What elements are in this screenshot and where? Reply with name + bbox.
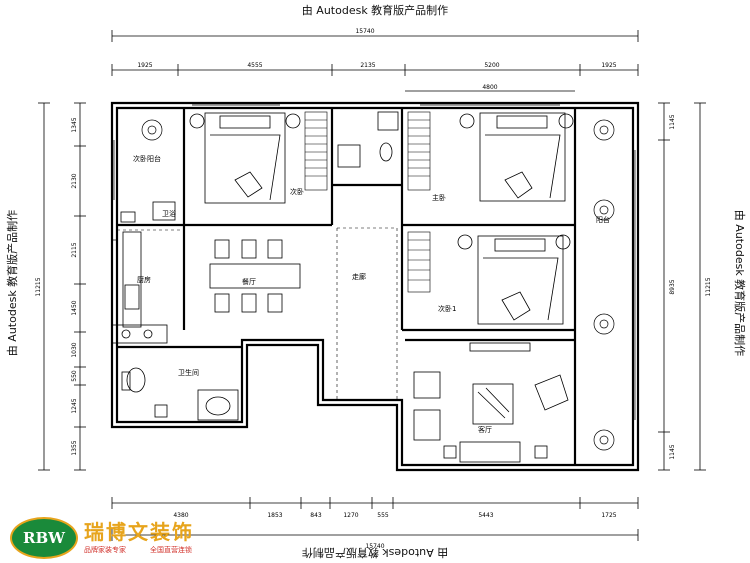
dim-bottom-4: 1270 <box>343 512 358 519</box>
dim-inner-top: 4800 <box>482 84 497 91</box>
dim-left-6: 550 <box>71 370 78 382</box>
logo-name: 瑞博文装饰 <box>84 520 194 544</box>
dim-bottom-total: 15740 <box>365 543 384 550</box>
watermark-top: 由 Autodesk 教育版产品制作 <box>301 4 449 17</box>
dim-top-2: 4555 <box>247 62 262 69</box>
dim-bottom-6: 5443 <box>478 512 493 519</box>
label-living-room: 客厅 <box>478 425 492 434</box>
dim-left-5: 1030 <box>71 342 78 357</box>
dimension-labels: 15740 1925 4555 2135 5200 1925 4800 4380… <box>35 28 712 550</box>
logo-badge: RBW <box>10 517 78 559</box>
room-labels: 次卧阳台 次卧 主卧 厨房 餐厅 走廊 次卧1 卫生间 客厅 阳台 卫浴 <box>133 154 610 434</box>
dim-top-1: 1925 <box>137 62 152 69</box>
label-master-bedroom: 主卧 <box>432 193 446 202</box>
dim-top-total: 15740 <box>355 28 374 35</box>
dim-bottom-2: 1853 <box>267 512 282 519</box>
dim-bottom-7: 1725 <box>601 512 616 519</box>
dim-bottom-5: 555 <box>377 512 389 519</box>
dim-right-total: 11215 <box>705 277 712 296</box>
dim-bottom-3: 843 <box>310 512 322 519</box>
label-secondary-balcony: 次卧阳台 <box>133 154 161 163</box>
dim-bottom-1: 4380 <box>173 512 188 519</box>
living-room-furniture <box>413 342 569 463</box>
dim-top-3: 2135 <box>360 62 375 69</box>
dim-left-4: 1450 <box>71 300 78 315</box>
dim-right-2: 8935 <box>669 279 676 294</box>
dim-left-7: 1245 <box>71 398 78 413</box>
label-balcony: 阳台 <box>596 215 610 224</box>
bed-1 <box>457 234 571 325</box>
dim-top-5: 1925 <box>601 62 616 69</box>
logo-slogan-2: 全国直营连锁 <box>150 546 192 554</box>
dim-left-3: 2115 <box>71 242 78 257</box>
logo-slogan-1: 品牌家装专家 <box>84 546 126 554</box>
label-kitchen: 厨房 <box>137 275 151 284</box>
label-secondary-bedroom: 次卧 <box>290 187 304 196</box>
label-bathroom: 卫生间 <box>178 368 199 377</box>
dim-left-1: 1345 <box>71 117 78 132</box>
label-small-bath: 卫浴 <box>162 209 176 218</box>
dining-table <box>209 239 301 313</box>
dim-left-8: 1355 <box>71 440 78 455</box>
label-corridor: 走廊 <box>352 272 366 281</box>
dim-right-3: 1145 <box>669 444 676 459</box>
dim-right-1: 1145 <box>669 114 676 129</box>
bed-secondary <box>189 112 301 204</box>
plant-icons <box>141 119 615 451</box>
label-bedroom-1: 次卧1 <box>438 304 456 313</box>
dim-left-total: 11215 <box>35 277 42 296</box>
label-dining: 餐厅 <box>242 277 256 286</box>
bed-master <box>459 112 574 202</box>
walls <box>110 101 640 472</box>
dim-left-2: 2130 <box>71 173 78 188</box>
company-logo: RBW 瑞博文装饰 品牌家装专家 全国直营连锁 <box>6 514 241 560</box>
dim-top-4: 5200 <box>484 62 499 69</box>
